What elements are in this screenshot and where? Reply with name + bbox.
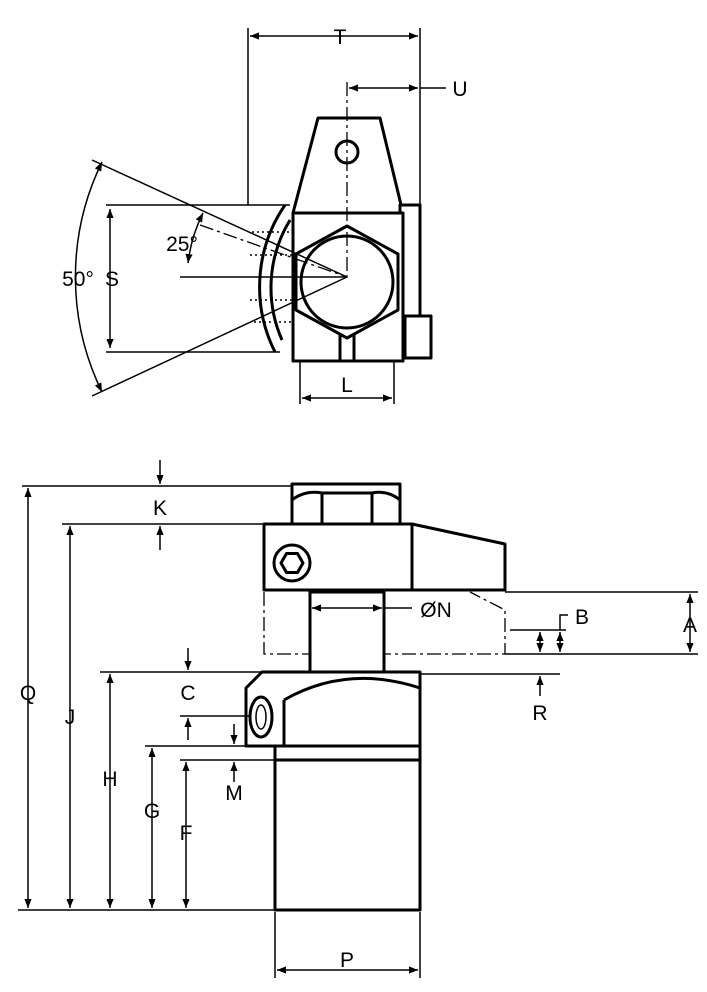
label-F: F xyxy=(180,822,193,845)
clamp-nut xyxy=(290,482,402,526)
clamp-body-flange xyxy=(244,670,422,748)
label-L: L xyxy=(341,374,353,397)
label-T: T xyxy=(334,26,347,49)
angle-25-line xyxy=(199,224,348,278)
clamp-body-cylinder xyxy=(273,744,422,912)
dim-B-leader xyxy=(559,614,568,630)
angle-50-arc xyxy=(74,161,103,393)
label-S: S xyxy=(105,268,119,291)
label-C: C xyxy=(180,682,195,705)
label-P: P xyxy=(340,949,354,972)
label-N: ØN xyxy=(420,599,452,622)
side-screw-head xyxy=(403,314,433,360)
label-Q: Q xyxy=(20,682,36,705)
flange-curve xyxy=(283,676,421,702)
clamp-arm xyxy=(262,522,507,592)
label-H: H xyxy=(102,768,117,791)
label-angle-50: 50° xyxy=(62,268,94,291)
swing-arc-inner xyxy=(269,219,292,341)
label-A: A xyxy=(683,614,697,637)
piston-rod-circle xyxy=(299,234,395,330)
side-view: K Q J ØN B A R C H G F M P xyxy=(18,460,698,978)
arm-screw-hex-socket xyxy=(279,552,305,574)
angle-line-lower xyxy=(91,276,348,397)
angle-25-arc xyxy=(185,212,204,264)
label-J: J xyxy=(65,706,76,729)
arm-screw-head xyxy=(272,543,312,583)
hydraulic-port xyxy=(248,695,274,739)
label-G: G xyxy=(144,800,160,823)
clamp-arm-top xyxy=(291,116,405,215)
label-B: B xyxy=(575,606,589,629)
label-M: M xyxy=(225,782,243,805)
nut-chamfer xyxy=(291,490,401,502)
angle-line-upper xyxy=(91,159,348,278)
label-K: K xyxy=(153,497,167,520)
piston-rod xyxy=(308,590,386,674)
label-R: R xyxy=(532,702,547,725)
label-angle-25: 25° xyxy=(166,233,198,256)
top-view: T U S L 25° 50° xyxy=(62,26,468,404)
label-U: U xyxy=(452,78,467,101)
hydraulic-port-inner xyxy=(255,704,267,730)
